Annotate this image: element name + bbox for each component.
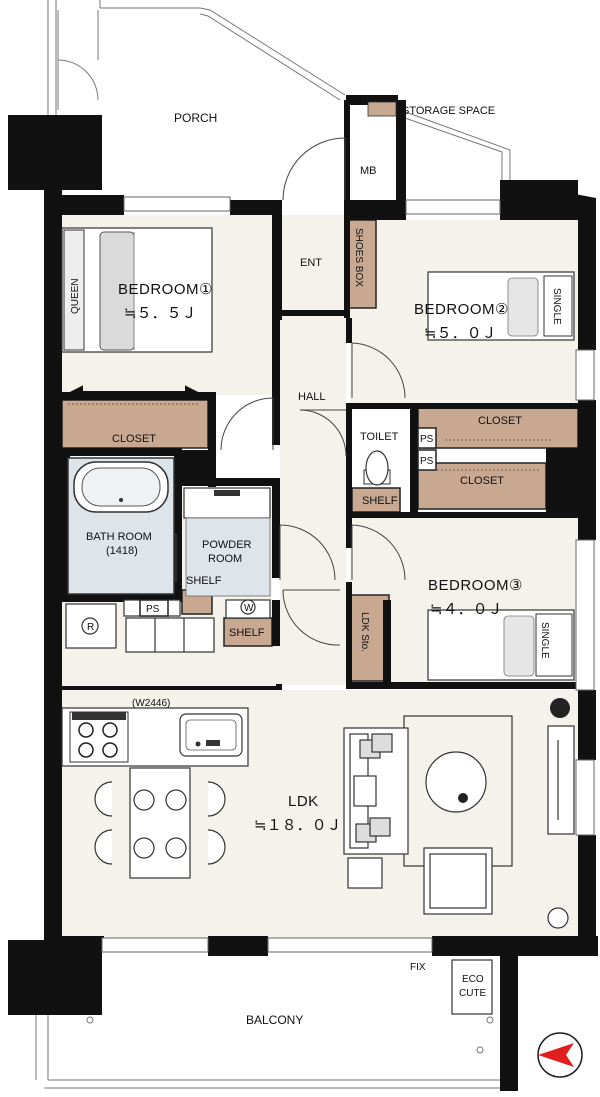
bed-single-bedroom3: [427, 609, 575, 681]
storage-legend-swatch: [367, 101, 397, 117]
label-ps-bath: PS: [146, 604, 160, 615]
label-bath: BATH ROOM: [86, 531, 152, 543]
label-powder-line1: POWDER: [202, 539, 252, 551]
flower-icon: [458, 793, 468, 803]
windows: [101, 196, 595, 953]
label-hall: HALL: [298, 391, 326, 403]
label-bedroom2: BEDROOM②: [414, 301, 509, 318]
label-closet-bedroom3: CLOSET: [460, 475, 504, 487]
ldk-storage-area: [348, 594, 390, 682]
kitchen-counter: [61, 707, 249, 767]
label-washer: W: [244, 603, 254, 614]
label-bedroom1: BEDROOM①: [118, 281, 213, 298]
eco-cute-unit: [451, 959, 493, 1015]
walls: [8, 95, 598, 1091]
label-bath-size: (1418): [106, 545, 138, 557]
balcony-outline: [35, 1015, 500, 1089]
area-ldk: ≒１８．０Ｊ: [254, 816, 342, 834]
side-table: [547, 907, 569, 929]
bed-queen: [61, 227, 213, 353]
label-ldk-storage: LDK Sto.: [359, 612, 370, 652]
label-single-bedroom3: SINGLE: [539, 622, 550, 659]
label-porch: PORCH: [174, 111, 217, 125]
label-eco-line2: CUTE: [459, 988, 487, 999]
closet-rails: [68, 403, 552, 471]
closet-bedroom2: [417, 407, 579, 449]
label-balcony: BALCONY: [246, 1013, 303, 1027]
closet-bedroom3: [417, 462, 547, 510]
area-bedroom1: ≒５．５Ｊ: [124, 304, 197, 322]
label-shelf-wash: SHELF: [229, 627, 265, 639]
label-shelf-powder: SHELF: [186, 575, 222, 587]
porch-outline: [47, 0, 511, 182]
sofa-set: [343, 715, 575, 915]
dining-set: [94, 767, 226, 879]
label-toilet: TOILET: [360, 431, 399, 443]
label-closet-bedroom1: CLOSET: [112, 433, 156, 445]
label-shoes-box: SHOES BOX: [353, 228, 364, 287]
label-mb: MB: [360, 165, 377, 177]
washer-mark-circle: [240, 599, 256, 615]
label-queen: QUEEN: [70, 278, 81, 314]
label-shelf-toilet: SHELF: [362, 495, 398, 507]
compass-icon: [537, 1032, 583, 1078]
label-kitchen-size: (W2446): [132, 698, 170, 709]
toilet-fixture: [363, 450, 391, 486]
label-eco-line1: ECO: [462, 974, 484, 985]
label-fridge: R: [87, 622, 94, 633]
label-ent: ENT: [300, 257, 322, 269]
area-bedroom2: ≒５．０Ｊ: [424, 324, 497, 342]
label-ldk: LDK: [288, 793, 319, 810]
label-powder-line2: ROOM: [208, 553, 242, 565]
bathtub: [67, 457, 175, 595]
bed-single-bedroom2: [427, 271, 575, 341]
label-ps-toilet-a: PS: [420, 434, 434, 445]
label-closet-bedroom2: CLOSET: [478, 415, 522, 427]
ps-boxes: [139, 427, 437, 617]
sliding-door-arrow: [69, 385, 199, 399]
wash-basin: [183, 487, 271, 597]
plant-icon: [550, 698, 570, 718]
label-ps-toilet-b: PS: [420, 456, 434, 467]
label-bedroom3: BEDROOM③: [428, 577, 523, 594]
area-bedroom3: ≒４．０Ｊ: [430, 600, 503, 618]
label-fix: FIX: [410, 962, 426, 973]
label-single-bedroom2: SINGLE: [551, 288, 562, 325]
fridge-mark-circle: [81, 617, 99, 635]
legend-storage-label: STORAGE SPACE: [402, 105, 495, 117]
